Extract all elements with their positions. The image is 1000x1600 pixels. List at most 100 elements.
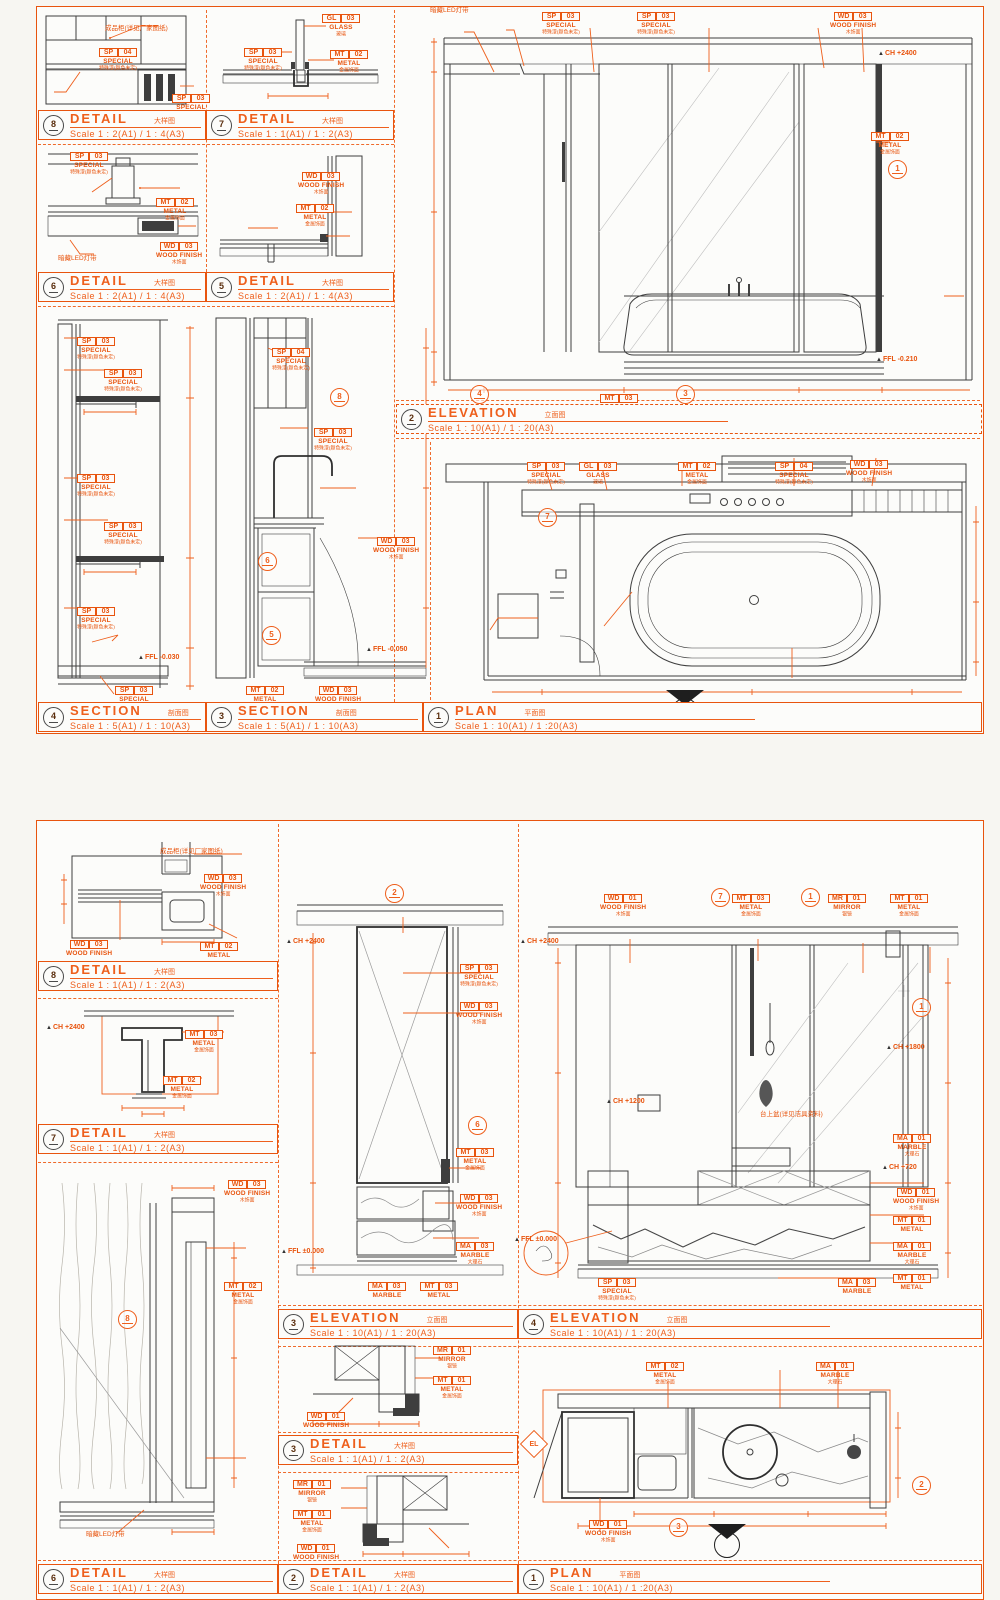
mat-name: METAL	[739, 903, 763, 911]
mat-num: 04	[291, 348, 310, 358]
drawing-number: 3	[288, 1444, 298, 1456]
callout-number: 1	[892, 164, 903, 175]
mat-num: 03	[338, 686, 358, 696]
annotation-note: 台上盆(详见洁具资料)	[760, 1111, 823, 1118]
mat-name: METAL	[163, 207, 187, 215]
mat-code: GL	[322, 14, 341, 24]
level-marker: ▲CH +2400	[46, 1024, 85, 1031]
mat-num: 03	[439, 1282, 458, 1292]
mat-zh: 金属饰面	[655, 1379, 675, 1385]
mat-code: MR	[293, 1480, 312, 1490]
mat-code: GL	[579, 462, 598, 472]
drawing-title-zh: 大样图	[321, 118, 343, 125]
mat-num: 02	[182, 1076, 201, 1086]
plan-1b-drawing	[533, 1370, 901, 1532]
drawing-number: 1	[528, 1573, 538, 1585]
mat-num: 02	[315, 204, 334, 214]
drawing-scale: Scale 1 : 10(A1) / 1 :20(A3)	[550, 1583, 674, 1593]
mat-zh: 木饰面	[908, 1205, 924, 1211]
mat-code: MT	[330, 50, 349, 60]
drawing-number-circle: 8	[43, 114, 64, 136]
level-triangle-icon: ▲	[286, 939, 292, 945]
callout-bubble: 5	[262, 626, 281, 645]
mat-code: SP	[77, 607, 96, 617]
mat-num: 03	[333, 428, 352, 438]
drawing-scale: Scale 1 : 10(A1) / 1 : 20(A3)	[310, 1328, 437, 1338]
mat-name: WOOD FINISH	[303, 1421, 350, 1429]
drawing-title: DETAIL	[70, 273, 128, 288]
separator	[38, 998, 278, 999]
mat-zh: 木饰面	[471, 1211, 487, 1217]
mat-name: WOOD FINISH	[456, 1011, 503, 1019]
level-text: CH +2400	[884, 50, 917, 57]
mat-name: WOOD FINISH	[373, 546, 420, 554]
mat-code: MA	[893, 1242, 912, 1252]
mat-num: 03	[479, 1002, 499, 1012]
callout-number: 3	[680, 389, 691, 400]
mat-code: MT	[732, 894, 751, 904]
mat-name: SPECIAL	[546, 21, 576, 29]
mat-name: METAL	[897, 903, 921, 911]
mat-num: 03	[134, 686, 153, 696]
mat-num: 03	[619, 394, 638, 404]
level-marker: ▲CH +1800	[886, 1044, 925, 1051]
mat-name: METAL	[427, 1291, 451, 1299]
mat-zh: 大理石	[904, 1259, 920, 1265]
mat-name: SPECIAL	[81, 483, 111, 491]
mat-zh: 银镜	[307, 1497, 317, 1503]
mat-name: SPECIAL	[74, 161, 104, 169]
level-marker: ▲FFL -0.030	[138, 654, 179, 661]
mat-name: WOOD FINISH	[456, 1203, 503, 1211]
mat-zh: 玻璃	[336, 31, 346, 37]
mat-code: WD	[228, 1180, 248, 1190]
mat-zh: 金属饰面	[302, 1527, 322, 1533]
mat-num: 01	[912, 1274, 931, 1284]
separator	[394, 10, 395, 702]
mat-code: MT	[646, 1362, 665, 1372]
drawing-scale: Scale 1 : 1(A1) / 1 : 2(A3)	[238, 129, 354, 139]
mat-code: MT	[871, 132, 890, 142]
mat-code: WD	[70, 940, 90, 950]
callout-bubble: 8	[330, 388, 349, 407]
mat-name: WOOD FINISH	[200, 883, 247, 891]
mat-code: MT	[893, 1216, 912, 1226]
separator	[278, 824, 279, 1564]
mat-name: MARBLE	[897, 1143, 927, 1151]
callout-number: 4	[474, 389, 485, 400]
mat-num: 01	[608, 1520, 628, 1530]
mat-code: WD	[460, 1002, 480, 1012]
drawing-number-circle: 6	[43, 276, 64, 298]
drawing-number: 8	[48, 119, 58, 131]
drawing-number-circle: 7	[211, 114, 232, 136]
mat-zh: 金属饰面	[305, 221, 325, 227]
mat-code: WD	[297, 1544, 317, 1554]
mat-num: 03	[123, 369, 142, 379]
callout-bubble: 8	[118, 1310, 137, 1329]
mat-code: MA	[893, 1134, 912, 1144]
mat-name: MARBLE	[842, 1287, 872, 1295]
mat-code: MA	[816, 1362, 835, 1372]
mat-code: WD	[307, 1412, 327, 1422]
callout-number: 7	[542, 512, 553, 523]
mat-code: SP	[244, 48, 263, 58]
